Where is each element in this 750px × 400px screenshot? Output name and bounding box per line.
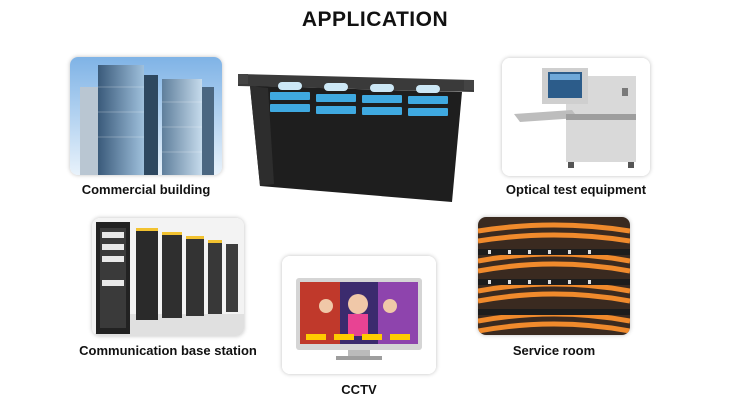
communication-base-station-image [92,218,244,336]
fiber-patch-panel-box-icon [238,74,474,202]
service-room-image [478,217,630,335]
caption-optical-test-equipment: Optical test equipment [505,182,647,197]
optical-test-machine-icon [502,58,650,176]
caption-service-room: Service room [512,343,596,358]
cctv-image [282,256,436,374]
cabling-room-icon [478,217,630,335]
office-building-icon [70,57,222,175]
caption-commercial-building: Commercial building [81,182,211,197]
optical-test-equipment-image [502,58,650,176]
caption-cctv: CCTV [341,382,377,397]
caption-communication-base-station: Communication base station [79,343,257,358]
page-title: APPLICATION [301,8,449,31]
tv-monitor-icon [282,256,436,374]
commercial-building-image [70,57,222,175]
server-racks-icon [92,218,244,336]
fiber-patch-panel-image [238,62,474,204]
